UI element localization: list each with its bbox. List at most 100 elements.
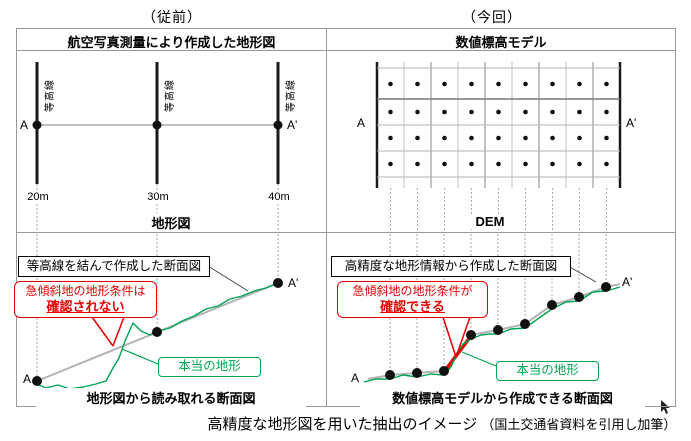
warning-right-line1: 急傾斜地の地形条件が bbox=[352, 284, 473, 298]
terrain-label-box-left: 本当の地形 bbox=[158, 357, 261, 377]
elevation-label-20m: 20m bbox=[19, 191, 57, 203]
dem-grid-dot bbox=[604, 161, 609, 167]
dem-grid-dot bbox=[523, 161, 528, 167]
dem-grid-dot bbox=[388, 81, 393, 87]
caption-topomap: 地形図 bbox=[131, 213, 211, 232]
true-terrain-line bbox=[33, 281, 282, 390]
warning-callout-tail bbox=[91, 316, 114, 347]
dem-grid-dot bbox=[550, 135, 555, 141]
point-a-bottomright: A bbox=[351, 371, 360, 385]
figure-caption: 高精度な地形図を用いた抽出のイメージ （国土交通省資料を引用し加筆） bbox=[208, 413, 677, 434]
profile-dot bbox=[385, 370, 395, 380]
dem-grid-dot bbox=[523, 81, 528, 87]
dem-grid-dot bbox=[388, 161, 393, 167]
dem-grid-dot bbox=[550, 161, 555, 167]
profile-dot bbox=[574, 292, 584, 302]
dem-grid-dot bbox=[496, 81, 501, 87]
warning-callout-tail bbox=[112, 316, 125, 347]
dem-grid-dot bbox=[577, 81, 582, 87]
elevation-label-40m: 40m bbox=[260, 191, 298, 203]
contour-intersection-dot bbox=[273, 120, 283, 130]
column-title-before: （従前） bbox=[142, 9, 202, 25]
profile-dot bbox=[601, 282, 611, 292]
header-topomap: 航空写真測量により作成した地形図 bbox=[67, 35, 276, 50]
terrain-label-connector bbox=[461, 351, 497, 367]
terrain-label-box-right: 本当の地形 bbox=[496, 361, 599, 381]
profile-dot bbox=[439, 366, 449, 376]
contour-intersection-dot bbox=[152, 120, 162, 130]
elevation-label-30m: 30m bbox=[139, 191, 177, 203]
terrain-label-connector bbox=[121, 348, 159, 365]
dem-grid-dot bbox=[550, 81, 555, 87]
point-a-topright: A bbox=[357, 116, 366, 130]
figure-border bbox=[16, 28, 676, 407]
warning-box-right: 急傾斜地の地形条件が 確認できる bbox=[337, 281, 488, 318]
contour-label-2: 等高線 bbox=[165, 79, 176, 112]
dem-grid-dot bbox=[442, 81, 447, 87]
dem-grid-dot bbox=[415, 109, 420, 115]
profile-dot bbox=[152, 327, 162, 337]
dem-grid-dot bbox=[469, 81, 474, 87]
warning-callout-tail bbox=[455, 316, 471, 358]
profile-dot bbox=[273, 278, 283, 288]
caption-dem: DEM bbox=[462, 214, 518, 229]
dem-grid-dot bbox=[469, 135, 474, 141]
panel-divider-horizontal bbox=[16, 232, 676, 233]
dem-grid-dot bbox=[415, 81, 420, 87]
warning-right-line2: 確認できる bbox=[380, 299, 445, 314]
method-box-dem: 高精度な地形情報から作成した断面図 bbox=[331, 256, 571, 277]
profile-dot bbox=[466, 330, 476, 340]
point-a-topleft: A bbox=[20, 118, 29, 132]
warning-callout-tail bbox=[442, 316, 457, 358]
dem-grid-dot bbox=[496, 109, 501, 115]
true-terrain-line bbox=[363, 286, 621, 383]
point-a-prime-bottomright: A' bbox=[622, 275, 633, 289]
contour-label-1: 等高線 bbox=[45, 79, 56, 112]
dem-grid-dot bbox=[388, 109, 393, 115]
point-a-prime-topleft: A' bbox=[287, 118, 298, 132]
panel-divider-vertical bbox=[326, 28, 327, 407]
dem-grid-dot bbox=[442, 135, 447, 141]
dem-grid-dot bbox=[442, 161, 447, 167]
warning-left-line1: 急傾斜地の地形条件は bbox=[25, 284, 146, 298]
dem-grid-dot bbox=[604, 109, 609, 115]
profile-dot bbox=[412, 368, 422, 378]
dem-grid-dot bbox=[577, 161, 582, 167]
point-a-bottomleft: A bbox=[23, 372, 32, 386]
dem-grid-dot bbox=[550, 109, 555, 115]
dem-grid-dot bbox=[496, 161, 501, 167]
figure-caption-main: 高精度な地形図を用いた抽出のイメージ bbox=[207, 416, 478, 433]
dem-grid-dot bbox=[415, 135, 420, 141]
dem-grid-dot bbox=[388, 135, 393, 141]
method-box-connector bbox=[567, 265, 597, 283]
point-a-prime-topright: A' bbox=[626, 116, 637, 130]
caption-section-left: 地形図から読み取れる断面図 bbox=[36, 388, 306, 407]
dem-grid-dot bbox=[442, 109, 447, 115]
column-title-current: （今回） bbox=[462, 9, 522, 25]
dem-grid-dot bbox=[496, 135, 501, 141]
profile-dot bbox=[520, 319, 530, 329]
caption-section-right: 数値標高モデルから作成できる断面図 bbox=[360, 388, 645, 407]
dem-grid-dot bbox=[604, 135, 609, 141]
header-dem: 数値標高モデル bbox=[455, 35, 547, 50]
dem-grid-dot bbox=[469, 161, 474, 167]
method-box-contour: 等高線を結んで作成した断面図 bbox=[18, 256, 210, 277]
profile-dot bbox=[547, 300, 557, 310]
dem-grid-dot bbox=[523, 135, 528, 141]
dem-grid-dot bbox=[604, 81, 609, 87]
warning-left-line2: 確認されない bbox=[46, 299, 125, 314]
dem-grid-dot bbox=[415, 161, 420, 167]
dem-grid-dot bbox=[469, 109, 474, 115]
dem-grid-dot bbox=[523, 109, 528, 115]
cursor-icon bbox=[661, 400, 670, 414]
profile-dot bbox=[32, 376, 42, 386]
warning-box-left: 急傾斜地の地形条件は 確認されない bbox=[14, 281, 157, 318]
figure-caption-source: （国土交通省資料を引用し加筆） bbox=[481, 417, 677, 432]
method-box-connector bbox=[207, 265, 249, 292]
point-a-prime-bottomleft: A' bbox=[288, 276, 299, 290]
dem-grid-dot bbox=[577, 109, 582, 115]
header-divider bbox=[16, 50, 676, 51]
contour-intersection-dot bbox=[32, 120, 42, 130]
